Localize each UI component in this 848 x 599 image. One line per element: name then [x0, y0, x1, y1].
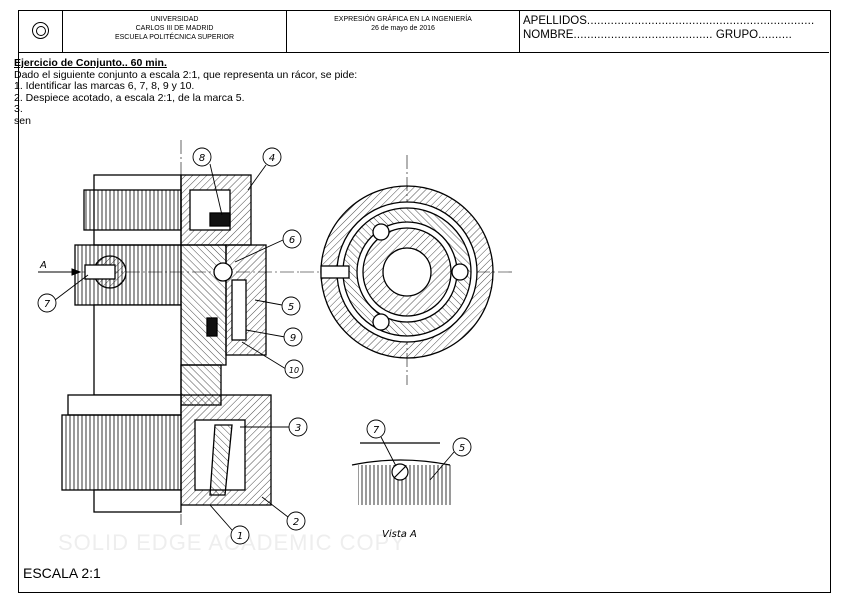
- exercise-title: Ejercicio de Conjunto.. 60 min.: [14, 57, 167, 69]
- university-name: UNIVERSIDAD: [150, 16, 199, 23]
- university-subname: CARLOS III DE MADRID: [135, 25, 214, 32]
- balloon-10: [284, 359, 304, 379]
- school-name: ESCUELA POLITÉCNICA SUPERIOR: [114, 34, 235, 41]
- balloon-label: 8: [199, 153, 205, 164]
- student-cell: APELLIDOS...............................…: [520, 11, 829, 52]
- balloon-label: 9: [290, 333, 296, 344]
- grupo-label: GRUPO: [715, 29, 759, 41]
- instruction-line: sen: [14, 114, 31, 127]
- subject-cell: EXPRESIÓN GRÁFICA EN LA INGENIERÍA 26 de…: [287, 11, 520, 52]
- balloon-1: [230, 525, 250, 545]
- circular-section: [320, 185, 494, 359]
- subject-name: EXPRESIÓN GRÁFICA EN LA INGENIERÍA: [334, 16, 472, 23]
- balloon-5: [281, 296, 301, 316]
- balloon-label: 7: [373, 425, 380, 436]
- logo-cell: [19, 11, 63, 52]
- instruction-line: 2. Despiece acotado, a escala 2:1, de la…: [14, 91, 245, 104]
- balloon-3: [288, 417, 308, 437]
- balloon-5-detail: [452, 437, 472, 457]
- balloon-label: 7: [44, 299, 51, 310]
- apellidos-field[interactable]: ........................................…: [586, 15, 815, 27]
- balloon-labels: 8 4 6 7 5 9 10 3 2 1 7 5: [44, 153, 465, 542]
- instructions: Ejercicio de Conjunto.. 60 min. Dado el …: [14, 57, 358, 128]
- balloon-label: 2: [293, 517, 299, 528]
- instruction-line: 3.: [14, 103, 23, 116]
- university-cell: UNIVERSIDAD CARLOS III DE MADRID ESCUELA…: [63, 11, 287, 52]
- section-label: A: [39, 260, 47, 271]
- view-arrow: [38, 268, 82, 276]
- view-a-detail: [351, 442, 453, 505]
- balloon-2: [286, 511, 306, 531]
- exam-date: 26 de mayo de 2016: [371, 25, 435, 32]
- balloon-4: [262, 147, 282, 167]
- balloon-label: 10: [289, 366, 299, 375]
- balloon-label: 5: [459, 443, 465, 454]
- balloon-8: [192, 147, 212, 167]
- balloon-label: 1: [237, 531, 243, 542]
- view-label: Vista A: [382, 529, 417, 540]
- nombre-field[interactable]: ........................................…: [573, 29, 713, 41]
- scale-label: ESCALA 2:1: [23, 565, 101, 581]
- grupo-field[interactable]: ..........: [758, 29, 793, 41]
- balloon-group: [37, 147, 472, 545]
- balloon-9: [283, 327, 303, 347]
- instruction-line: Dado el siguiente conjunto a escala 2:1,…: [14, 68, 358, 81]
- section-view: [61, 174, 272, 513]
- balloon-6: [282, 229, 302, 249]
- balloon-7-detail: [366, 419, 386, 439]
- drawing-sheet: UNIVERSIDAD CARLOS III DE MADRID ESCUELA…: [18, 10, 831, 593]
- balloon-label: 6: [289, 235, 295, 246]
- balloon-label: 3: [295, 423, 301, 434]
- balloon-7: [37, 293, 57, 313]
- apellidos-label: APELLIDOS: [523, 15, 587, 27]
- balloon-label: 4: [269, 153, 275, 164]
- nombre-label: NOMBRE: [523, 29, 574, 41]
- instruction-line: 1. Identificar las marcas 6, 7, 8, 9 y 1…: [14, 80, 195, 93]
- university-seal-icon: [32, 22, 49, 39]
- title-block: UNIVERSIDAD CARLOS III DE MADRID ESCUELA…: [19, 11, 829, 53]
- balloon-label: 5: [288, 302, 294, 313]
